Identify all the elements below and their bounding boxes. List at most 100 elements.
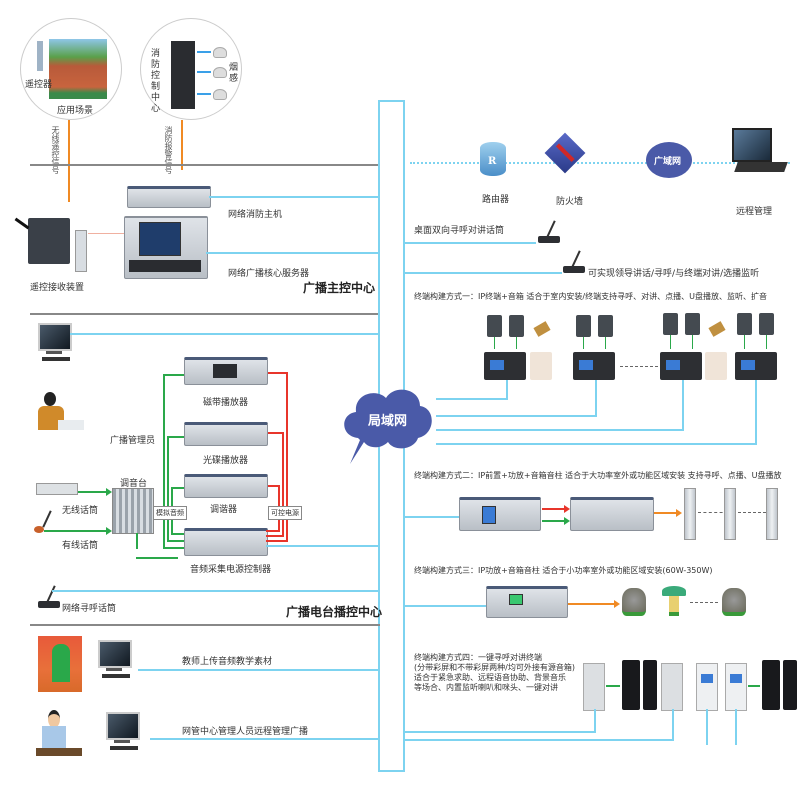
- mushroom-stem: [669, 596, 679, 616]
- smoke-label: 烟感: [229, 63, 239, 84]
- station-title: 广播电台播控中心: [286, 605, 383, 619]
- desktop-mic-label: 桌面双向寻呼对讲话筒: [414, 226, 505, 236]
- mode4-line: (分带彩屏和不带彩屏两种/均可外接有源音箱): [414, 663, 575, 672]
- power-ctrl-line: [266, 535, 284, 537]
- mode4-line: 等场合、内置监听喇叭和咪头、一键对讲: [414, 683, 558, 692]
- fire-host-link: [209, 196, 380, 198]
- mode4-link: [404, 739, 674, 741]
- speaker-icon: [759, 313, 774, 335]
- mode2-title: 终端构建方式二：IP前置+功放+音箱音柱 适合于大功率室外或功能区域安装 支持寻…: [414, 471, 782, 480]
- remote-mgmt-label: 远程管理: [736, 207, 773, 217]
- speaker-icon: [737, 313, 752, 335]
- speaker-icon: [685, 313, 700, 335]
- cd-player: [184, 422, 268, 446]
- power-ctrl-line: [268, 372, 288, 374]
- admin-remote-person: [36, 710, 82, 760]
- wireless-mic-link: [78, 491, 108, 493]
- rock-speaker: [622, 588, 646, 616]
- remote-control-image: [37, 41, 43, 71]
- firewall-icon: [544, 132, 586, 174]
- teacher-pc: [98, 640, 138, 680]
- analog-audio-line: [163, 547, 184, 549]
- continuation-dots: [620, 366, 668, 367]
- firewall-bar: [555, 143, 575, 163]
- ip-preamp: [459, 497, 541, 531]
- backbone-bottom: [378, 770, 404, 772]
- mixer-output-line: [136, 557, 178, 559]
- section-divider: [30, 313, 380, 315]
- mixer-output-line: [136, 533, 138, 549]
- power-amplifier: [570, 497, 654, 531]
- mode4-link: [404, 731, 596, 733]
- mixer-label: 调音台: [120, 479, 148, 489]
- speaker-icon: [487, 315, 502, 337]
- router-letter: R: [488, 156, 497, 167]
- server-screen: [139, 222, 181, 256]
- active-speaker: [643, 660, 657, 710]
- mode1-title: 终端构建方式一：IP终端+音箱 适合于室内安装/终端支持寻呼、对讲、点播、U盘播…: [414, 292, 767, 301]
- wired-mic-icon: [34, 510, 58, 536]
- smoke-detector-icon: [213, 47, 227, 58]
- red-arrow-head: [564, 505, 570, 513]
- column-speaker: [766, 488, 778, 540]
- gooseneck-mic-icon: [533, 321, 551, 337]
- fire-control-panel-image: [171, 41, 195, 109]
- green-arrow: [542, 520, 564, 522]
- leader-mic-link: [404, 272, 562, 274]
- mode1-link: [682, 380, 684, 431]
- wan-label: 广域网: [654, 157, 682, 167]
- orange-arrow: [654, 512, 676, 514]
- rock-speaker: [722, 588, 746, 616]
- wan-link: [410, 162, 790, 164]
- audio-link: [692, 335, 693, 349]
- tape-display: [213, 364, 237, 378]
- tape-player: [184, 357, 268, 385]
- admin-person: [38, 392, 84, 440]
- arrow-icon: [197, 93, 211, 95]
- sports-field-image: [49, 39, 107, 99]
- arrow-icon: [197, 71, 211, 73]
- admin-pc: [38, 323, 78, 363]
- smoke-detector-icon: [213, 89, 227, 100]
- desk: [36, 748, 82, 756]
- power-ctrl-line: [266, 540, 288, 542]
- active-speaker: [762, 660, 780, 710]
- wan-cloud: 广域网: [646, 142, 692, 178]
- ip-terminal: [735, 352, 777, 380]
- preamp-screen: [482, 506, 496, 524]
- continuation-dots: [698, 512, 728, 513]
- mode1-link: [436, 429, 682, 431]
- laptop-screen: [732, 128, 772, 162]
- column-speaker: [724, 488, 736, 540]
- audio-collector: [184, 528, 268, 556]
- mushroom-speaker: [662, 586, 686, 596]
- core-server-link: [206, 252, 380, 254]
- firewall-label: 防火墙: [556, 197, 584, 207]
- green-arrow-head: [106, 527, 112, 535]
- head: [48, 710, 60, 728]
- mode4-link: [706, 709, 708, 745]
- intercom-panel-screen: [696, 663, 718, 711]
- ip-amplifier: [486, 586, 568, 618]
- mode1-link: [436, 443, 756, 445]
- teacher-pc-link: [138, 669, 380, 671]
- wired-mic-link: [44, 530, 108, 532]
- analog-audio-line: [171, 487, 184, 489]
- green-arrow: [606, 685, 620, 687]
- scene-circle: 遥控器 应用场景: [20, 18, 122, 120]
- receiver-label: 遥控接收装置: [30, 283, 85, 293]
- intercom-panel: [661, 663, 683, 711]
- mode2-link: [404, 516, 459, 518]
- admin-pc-link: [70, 333, 380, 335]
- speaker-icon: [598, 315, 613, 337]
- speaker-icon: [663, 313, 678, 335]
- mode1-link: [506, 380, 508, 400]
- lan-cloud: 局域网: [338, 378, 438, 464]
- laptop-base: [734, 162, 788, 172]
- router-icon: R: [480, 142, 506, 176]
- mixer: [112, 488, 154, 534]
- mode4-line: 终端构建方式四：一键寻呼对讲终端: [414, 653, 542, 662]
- analog-audio-line: [167, 436, 169, 541]
- smoke-detector-icon: [213, 67, 227, 78]
- remote-signal-label: 无线遥控信号: [51, 126, 60, 174]
